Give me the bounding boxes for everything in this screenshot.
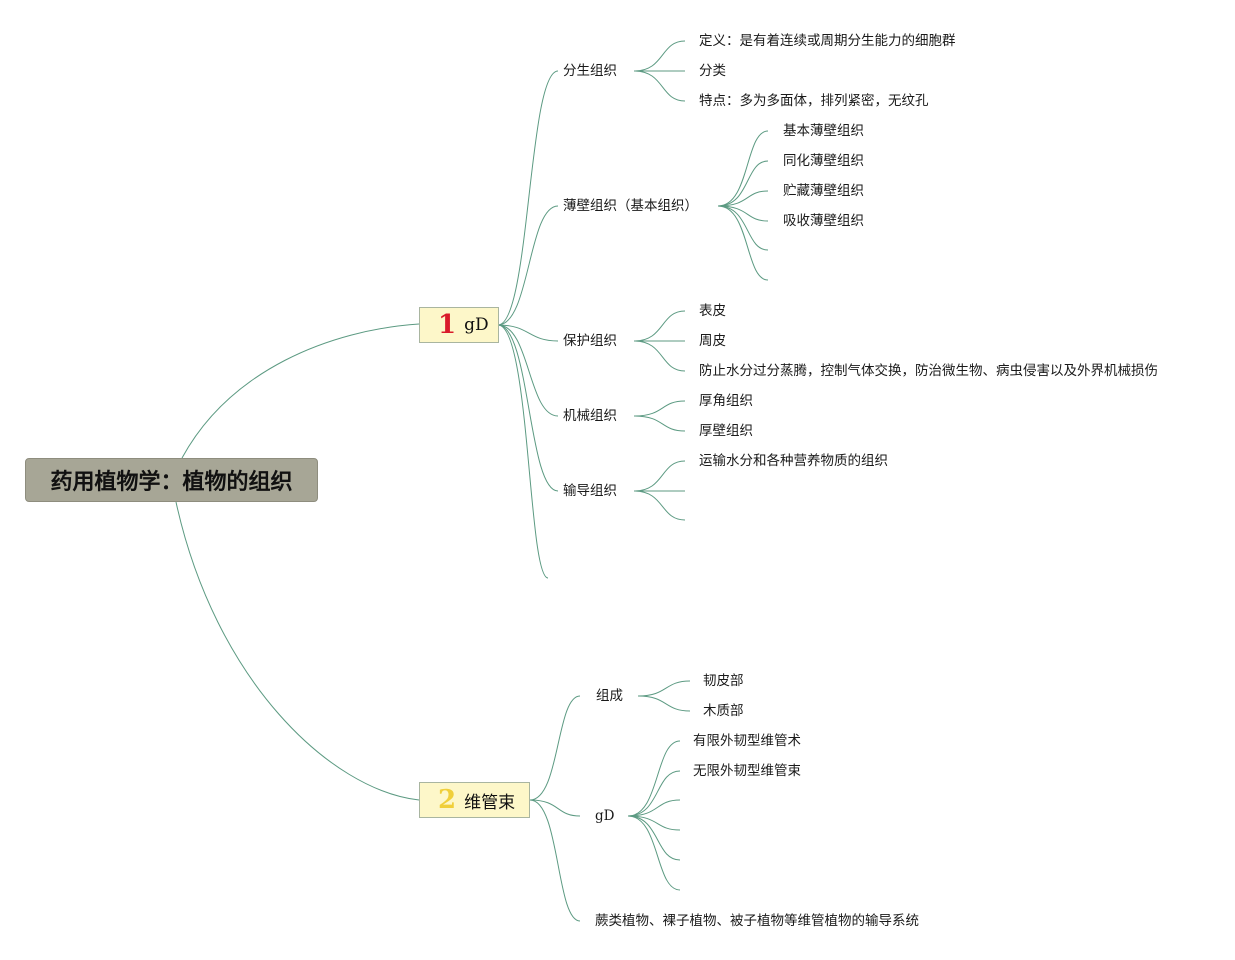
fensheng-item[interactable]: 定义：是有着连续或周期分生能力的细胞群 bbox=[699, 33, 956, 49]
connector-root-branch1 bbox=[181, 323, 420, 459]
zucheng-topic[interactable]: 组成 bbox=[596, 688, 623, 704]
jixie-topic[interactable]: 机械组织 bbox=[563, 408, 617, 424]
connector-b1-baohu bbox=[497, 324, 559, 342]
connector-b1-fensheng bbox=[497, 70, 559, 326]
connector-b2-desc bbox=[529, 799, 581, 922]
shudao-item[interactable]: 运输水分和各种营养物质的组织 bbox=[699, 453, 888, 469]
connector-b1-bobi bbox=[497, 205, 559, 326]
connector-b2-zucheng bbox=[529, 695, 581, 801]
fensheng-item[interactable]: 分类 bbox=[699, 63, 726, 79]
branch1-label: gD bbox=[464, 315, 489, 335]
baohu-topic[interactable]: 保护组织 bbox=[563, 333, 617, 349]
leixing-item[interactable]: 有限外韧型维管术 bbox=[693, 733, 801, 749]
branch2-topic[interactable]: 2 维管束 bbox=[419, 782, 530, 818]
connector-b1-empty bbox=[497, 324, 549, 579]
root-topic[interactable]: 药用植物学：植物的组织 bbox=[25, 458, 318, 502]
bobi-item[interactable]: 贮藏薄壁组织 bbox=[783, 183, 864, 199]
number-two-icon: 2 bbox=[438, 785, 457, 815]
zucheng-item[interactable]: 韧皮部 bbox=[703, 673, 744, 689]
leixing-item[interactable]: 无限外韧型维管束 bbox=[693, 763, 801, 779]
bobi-item[interactable]: 吸收薄壁组织 bbox=[783, 213, 864, 229]
bobi-item[interactable]: 同化薄壁组织 bbox=[783, 153, 864, 169]
number-one-icon: 1 bbox=[438, 310, 457, 340]
connector-b1-jixie bbox=[497, 324, 559, 417]
connector-b1-shudao bbox=[497, 324, 559, 492]
fensheng-item[interactable]: 特点：多为多面体，排列紧密，无纹孔 bbox=[699, 93, 929, 109]
root-topic-label: 药用植物学：植物的组织 bbox=[50, 470, 293, 495]
baohu-item[interactable]: 表皮 bbox=[699, 303, 726, 319]
connector-b2-leixing bbox=[529, 799, 581, 817]
bobi-topic[interactable]: 薄壁组织（基本组织） bbox=[563, 198, 698, 214]
fensheng-topic[interactable]: 分生组织 bbox=[563, 63, 617, 79]
jixie-item[interactable]: 厚壁组织 bbox=[699, 423, 753, 439]
desc-topic[interactable]: 蕨类植物、裸子植物、被子植物等维管植物的输导系统 bbox=[595, 913, 919, 929]
branch1-topic[interactable]: 1 gD bbox=[419, 307, 499, 343]
leixing-topic[interactable]: gD bbox=[595, 808, 615, 824]
bobi-item[interactable]: 基本薄壁组织 bbox=[783, 123, 864, 139]
baohu-item[interactable]: 防止水分过分蒸腾，控制气体交换，防治微生物、病虫侵害以及外界机械损伤 bbox=[699, 363, 1158, 379]
zucheng-item[interactable]: 木质部 bbox=[703, 703, 744, 719]
branch2-label: 维管束 bbox=[464, 792, 516, 813]
shudao-topic[interactable]: 输导组织 bbox=[563, 483, 617, 499]
baohu-item[interactable]: 周皮 bbox=[699, 333, 726, 349]
jixie-item[interactable]: 厚角组织 bbox=[699, 393, 753, 409]
connector-root-branch2 bbox=[175, 501, 420, 801]
